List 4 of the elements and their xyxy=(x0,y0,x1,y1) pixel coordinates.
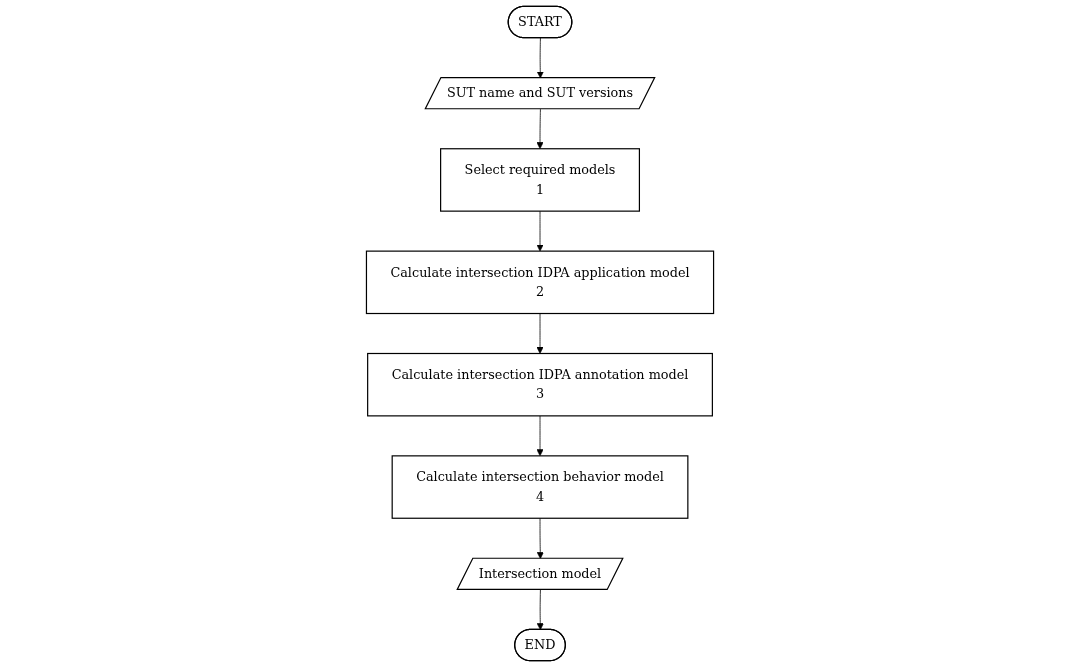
node-box: Calculate intersection behavior model 4 xyxy=(392,455,689,519)
node-box: Select required models 1 xyxy=(440,148,641,212)
node-box: Calculate intersection IDPA annotation model 3 xyxy=(367,352,714,417)
node-box: Calculate intersection IDPA application model 2 xyxy=(366,250,715,315)
